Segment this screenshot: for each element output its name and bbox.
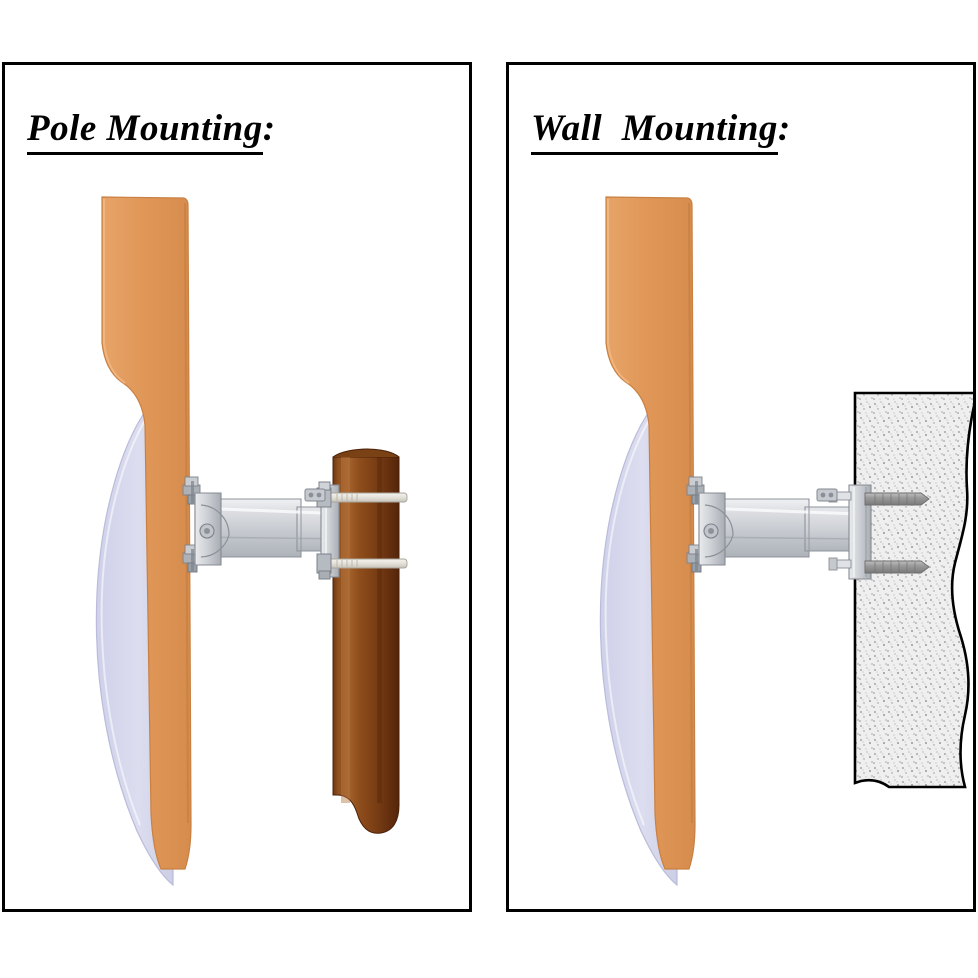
- antenna-body: [101, 196, 192, 870]
- wall-mounting-figure: [509, 65, 973, 909]
- pole-mounting-title-text: Pole Mounting: [27, 108, 263, 155]
- pole-mounting-panel: Pole Mounting:: [2, 62, 472, 912]
- wall-mounting-title: Wall Mounting:: [531, 107, 791, 155]
- pole-mounting-figure: [5, 65, 469, 909]
- tilt-hinge: [698, 492, 734, 566]
- mount-arm: [698, 498, 862, 558]
- pole: [332, 448, 400, 834]
- wall: [853, 391, 973, 789]
- antenna-bolt-upper: [686, 476, 705, 505]
- antenna-bolt-upper: [182, 476, 201, 505]
- pole-mounting-title-colon: :: [262, 108, 276, 149]
- arm-clamp-detail: [816, 488, 838, 502]
- u-bolt-lower: [316, 553, 408, 580]
- tilt-hinge: [194, 492, 230, 566]
- wall-mounting-title-colon: :: [777, 108, 791, 149]
- anchor-bolt-lower: [828, 557, 930, 574]
- wall-mounting-title-text: Wall Mounting: [531, 108, 778, 155]
- arm-clamp-detail: [304, 488, 326, 502]
- wall-mounting-panel: Wall Mounting:: [506, 62, 976, 912]
- pole-mounting-title: Pole Mounting:: [27, 107, 276, 155]
- antenna-body: [605, 196, 696, 870]
